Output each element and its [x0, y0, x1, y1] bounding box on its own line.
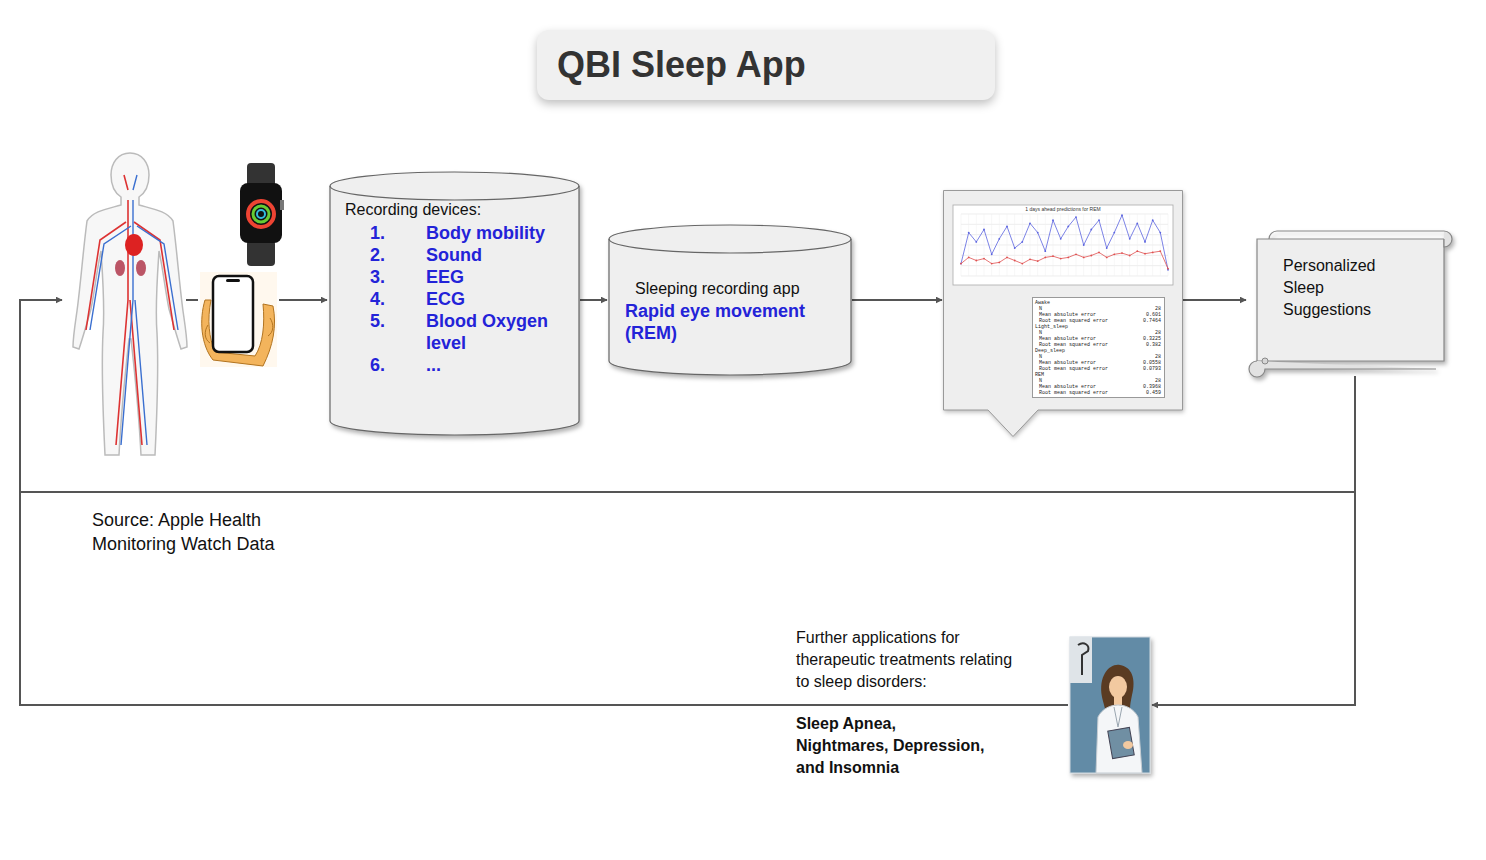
suggestion-text: Personalized Sleep Suggestions: [1283, 255, 1393, 321]
table-cell: Root mean squared error: [1039, 390, 1108, 396]
source-note: Source: Apple Health Monitoring Watch Da…: [92, 508, 307, 556]
table-value: 0.0558: [1143, 360, 1161, 366]
list-number: 3.: [370, 266, 385, 288]
list-number: 6.: [370, 354, 385, 376]
list-item: EEG: [426, 266, 566, 288]
shape-outline: [1247, 225, 1462, 375]
table-value: 0.382: [1146, 342, 1161, 348]
shape-outline: [608, 225, 852, 375]
list-item: ECG: [426, 288, 566, 310]
list-item: Blood Oxygen level: [426, 310, 566, 354]
scroll-document: Personalized Sleep Suggestions: [1247, 225, 1462, 375]
table-value: 0.3968: [1143, 384, 1161, 390]
table-value: 0.601: [1146, 312, 1161, 318]
table-value: 28: [1155, 378, 1161, 384]
flow-arrow: [1183, 299, 1246, 301]
flow-arrow: [852, 299, 942, 301]
table-cell: Mean absolute error: [1039, 360, 1096, 366]
chart-callout: 1 days ahead predictions for REMAwakeN28…: [943, 190, 1183, 437]
table-cell: Mean absolute error: [1039, 312, 1096, 318]
table-cell: Root mean squared error: [1039, 318, 1108, 324]
list-number: 5.: [370, 310, 385, 332]
list-heading: Recording devices:: [345, 200, 481, 220]
phone-in-hand: [200, 272, 277, 367]
title-panel: QBI Sleep App: [537, 30, 995, 100]
disorder-list: Sleep Apnea, Nightmares, Depression, and…: [796, 713, 990, 779]
table-cell: Root mean squared error: [1039, 342, 1108, 348]
table-cell: N: [1039, 354, 1042, 360]
smart-watch: [240, 163, 284, 266]
list-number: 4.: [370, 288, 385, 310]
table-header: REM: [1035, 372, 1044, 378]
storage-cylinder: Sleeping recording appRapid eye movement…: [608, 225, 852, 375]
table-value: 0.3225: [1143, 336, 1161, 342]
app-name: Sleeping recording app: [635, 279, 800, 299]
table-cell: Mean absolute error: [1039, 336, 1096, 342]
table-header: Awake: [1035, 300, 1050, 306]
table-header: Deep_sleep: [1035, 348, 1065, 354]
table-cell: Mean absolute error: [1039, 384, 1096, 390]
human-figure: [73, 153, 187, 455]
list-number: 2.: [370, 244, 385, 266]
table-cell: N: [1039, 330, 1042, 336]
flow-arrow: [580, 299, 607, 301]
list-item: ...: [426, 354, 566, 376]
list-item: Body mobility: [426, 222, 566, 244]
list-item: Sound: [426, 244, 566, 266]
list-number: 1.: [370, 222, 385, 244]
table-value: 28: [1155, 354, 1161, 360]
chart-title: 1 days ahead predictions for REM: [953, 206, 1173, 212]
table-header: Light_sleep: [1035, 324, 1068, 330]
diagram-title: QBI Sleep App: [557, 44, 806, 86]
app-feature: Rapid eye movement (REM): [625, 300, 820, 344]
table-value: 28: [1155, 330, 1161, 336]
table-value: 0.0793: [1143, 366, 1161, 372]
table-cell: N: [1039, 306, 1042, 312]
doctor-picture: [1070, 637, 1150, 773]
storage-cylinder: Recording devices:1. Body mobility 2. Sound…: [329, 172, 580, 435]
application-note: Further applications for therapeutic tre…: [796, 627, 1022, 693]
table-value: 0.7464: [1143, 318, 1161, 324]
metrics-table: AwakeN28Mean absolute error0.601Root mea…: [1032, 297, 1165, 398]
table-value: 0.459: [1146, 390, 1161, 396]
table-cell: N: [1039, 378, 1042, 384]
table-cell: Root mean squared error: [1039, 366, 1108, 372]
table-value: 28: [1155, 306, 1161, 312]
